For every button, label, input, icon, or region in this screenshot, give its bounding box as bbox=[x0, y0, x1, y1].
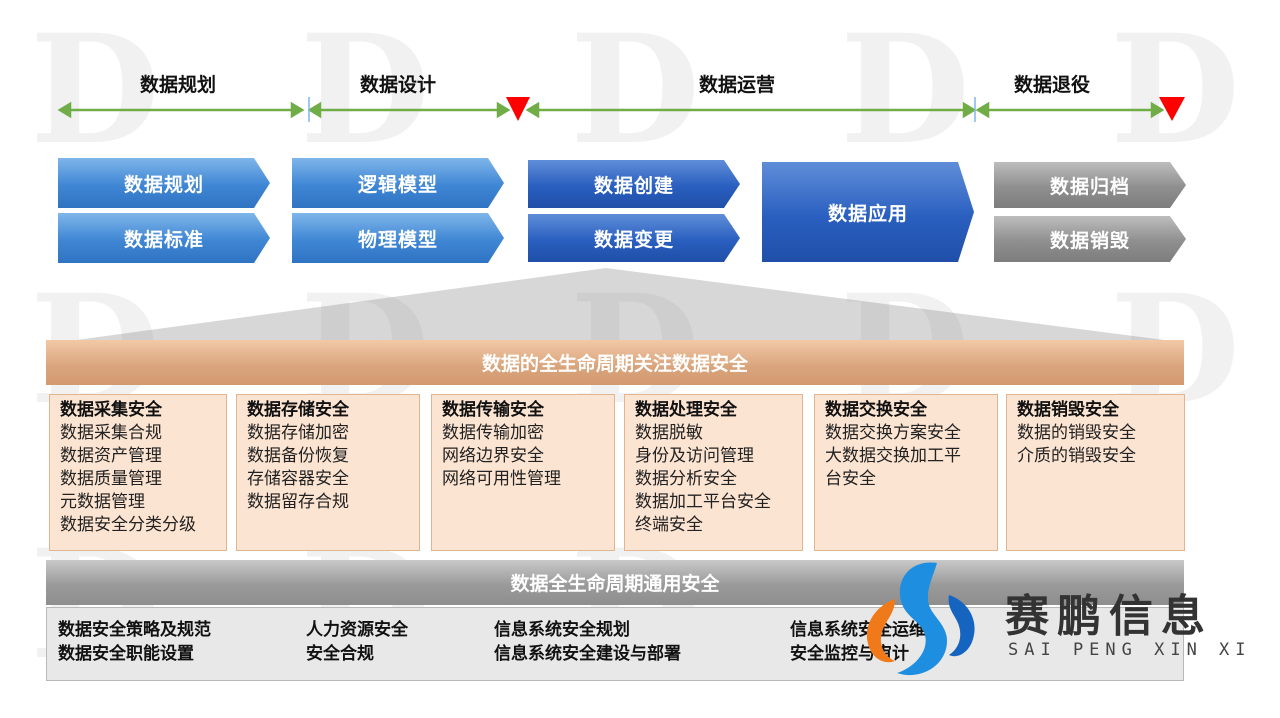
column-collection-security: 数据采集安全 数据采集合规 数据资产管理 数据质量管理 元数据管理 数据安全分类… bbox=[49, 394, 227, 551]
logo-subtitle: SAI PENG XIN XI bbox=[1008, 640, 1252, 660]
column-title: 数据交换安全 bbox=[825, 400, 927, 420]
bottom-group-policy: 数据安全策略及规范 数据安全职能设置 bbox=[58, 618, 211, 666]
column-item: 网络边界安全 bbox=[442, 446, 544, 466]
bottom-item: 数据安全策略及规范 bbox=[58, 620, 211, 640]
chevron-logical-model: 逻辑模型 bbox=[292, 158, 504, 208]
phase-marker-retirement bbox=[1159, 97, 1185, 121]
column-destruction-security: 数据销毁安全 数据的销毁安全 介质的销毁安全 bbox=[1006, 394, 1185, 551]
column-exchange-security: 数据交换安全 数据交换方案安全 大数据交换加工平 台安全 bbox=[814, 394, 998, 551]
pyramid-shade bbox=[62, 268, 1180, 342]
column-item: 数据传输加密 bbox=[442, 423, 544, 443]
chevron-data-application: 数据应用 bbox=[762, 162, 974, 262]
general-security-box bbox=[46, 607, 1184, 681]
logo-name: 赛鹏信息 bbox=[1005, 591, 1213, 642]
chevron-data-destruction: 数据销毁 bbox=[994, 216, 1186, 262]
column-item: 数据采集合规 bbox=[60, 423, 162, 443]
column-storage-security: 数据存储安全 数据存储加密 数据备份恢复 存储容器安全 数据留存合规 bbox=[236, 394, 420, 551]
column-item: 数据备份恢复 bbox=[247, 446, 349, 466]
column-item: 数据质量管理 bbox=[60, 469, 162, 489]
column-transmission-security: 数据传输安全 数据传输加密 网络边界安全 网络可用性管理 bbox=[431, 394, 615, 551]
bottom-item: 信息系统安全运维 bbox=[790, 620, 926, 640]
column-item: 数据交换方案安全 bbox=[825, 423, 961, 443]
bottom-group-hr: 人力资源安全 安全合规 bbox=[306, 618, 408, 666]
bottom-item: 信息系统安全建设与部署 bbox=[494, 644, 681, 664]
logo-icon bbox=[866, 562, 975, 676]
column-item: 数据存储加密 bbox=[247, 423, 349, 443]
lifecycle-security-band: 数据的全生命周期关注数据安全 bbox=[46, 340, 1184, 385]
column-item: 数据资产管理 bbox=[60, 446, 162, 466]
column-item: 数据的销毁安全 bbox=[1017, 423, 1136, 443]
column-processing-security: 数据处理安全 数据脱敏 身份及访问管理 数据分析安全 数据加工平台安全 终端安全 bbox=[624, 394, 803, 551]
column-item: 存储容器安全 bbox=[247, 469, 349, 489]
column-item: 数据留存合规 bbox=[247, 492, 349, 512]
phase-label-retirement: 数据退役 bbox=[1013, 74, 1090, 96]
chevron-data-standard: 数据标准 bbox=[58, 213, 270, 263]
bottom-item: 安全合规 bbox=[306, 644, 374, 664]
column-item: 数据安全分类分级 bbox=[60, 515, 196, 535]
general-security-band: 数据全生命周期通用安全 bbox=[46, 560, 1184, 605]
column-title: 数据处理安全 bbox=[635, 400, 737, 420]
column-title: 数据传输安全 bbox=[442, 400, 544, 420]
bottom-group-system-planning: 信息系统安全规划 信息系统安全建设与部署 bbox=[494, 618, 681, 666]
column-item: 介质的销毁安全 bbox=[1017, 446, 1136, 466]
column-item: 数据加工平台安全 bbox=[635, 492, 771, 512]
column-item: 数据脱敏 bbox=[635, 423, 703, 443]
bottom-item: 人力资源安全 bbox=[306, 620, 408, 640]
bottom-item: 信息系统安全规划 bbox=[494, 620, 630, 640]
column-title: 数据销毁安全 bbox=[1017, 400, 1119, 420]
column-title: 数据采集安全 bbox=[60, 400, 162, 420]
column-item: 终端安全 bbox=[635, 515, 703, 535]
column-item: 台安全 bbox=[825, 469, 876, 489]
column-item: 元数据管理 bbox=[60, 492, 145, 512]
chevron-data-planning: 数据规划 bbox=[58, 158, 270, 208]
phase-label-operation: 数据运营 bbox=[698, 74, 775, 96]
chevron-physical-model: 物理模型 bbox=[292, 213, 504, 263]
column-item: 网络可用性管理 bbox=[442, 469, 561, 489]
column-item: 大数据交换加工平 bbox=[825, 446, 961, 466]
column-title: 数据存储安全 bbox=[247, 400, 349, 420]
chevron-data-change: 数据变更 bbox=[528, 214, 740, 262]
column-item: 身份及访问管理 bbox=[635, 446, 754, 466]
phase-label-design: 数据设计 bbox=[359, 74, 436, 96]
chevron-data-archive: 数据归档 bbox=[994, 162, 1186, 208]
phase-label-planning: 数据规划 bbox=[139, 74, 216, 96]
bottom-item: 数据安全职能设置 bbox=[58, 644, 194, 664]
column-item: 数据分析安全 bbox=[635, 469, 737, 489]
phase-marker-design bbox=[506, 97, 530, 121]
chevron-data-creation: 数据创建 bbox=[528, 160, 740, 208]
